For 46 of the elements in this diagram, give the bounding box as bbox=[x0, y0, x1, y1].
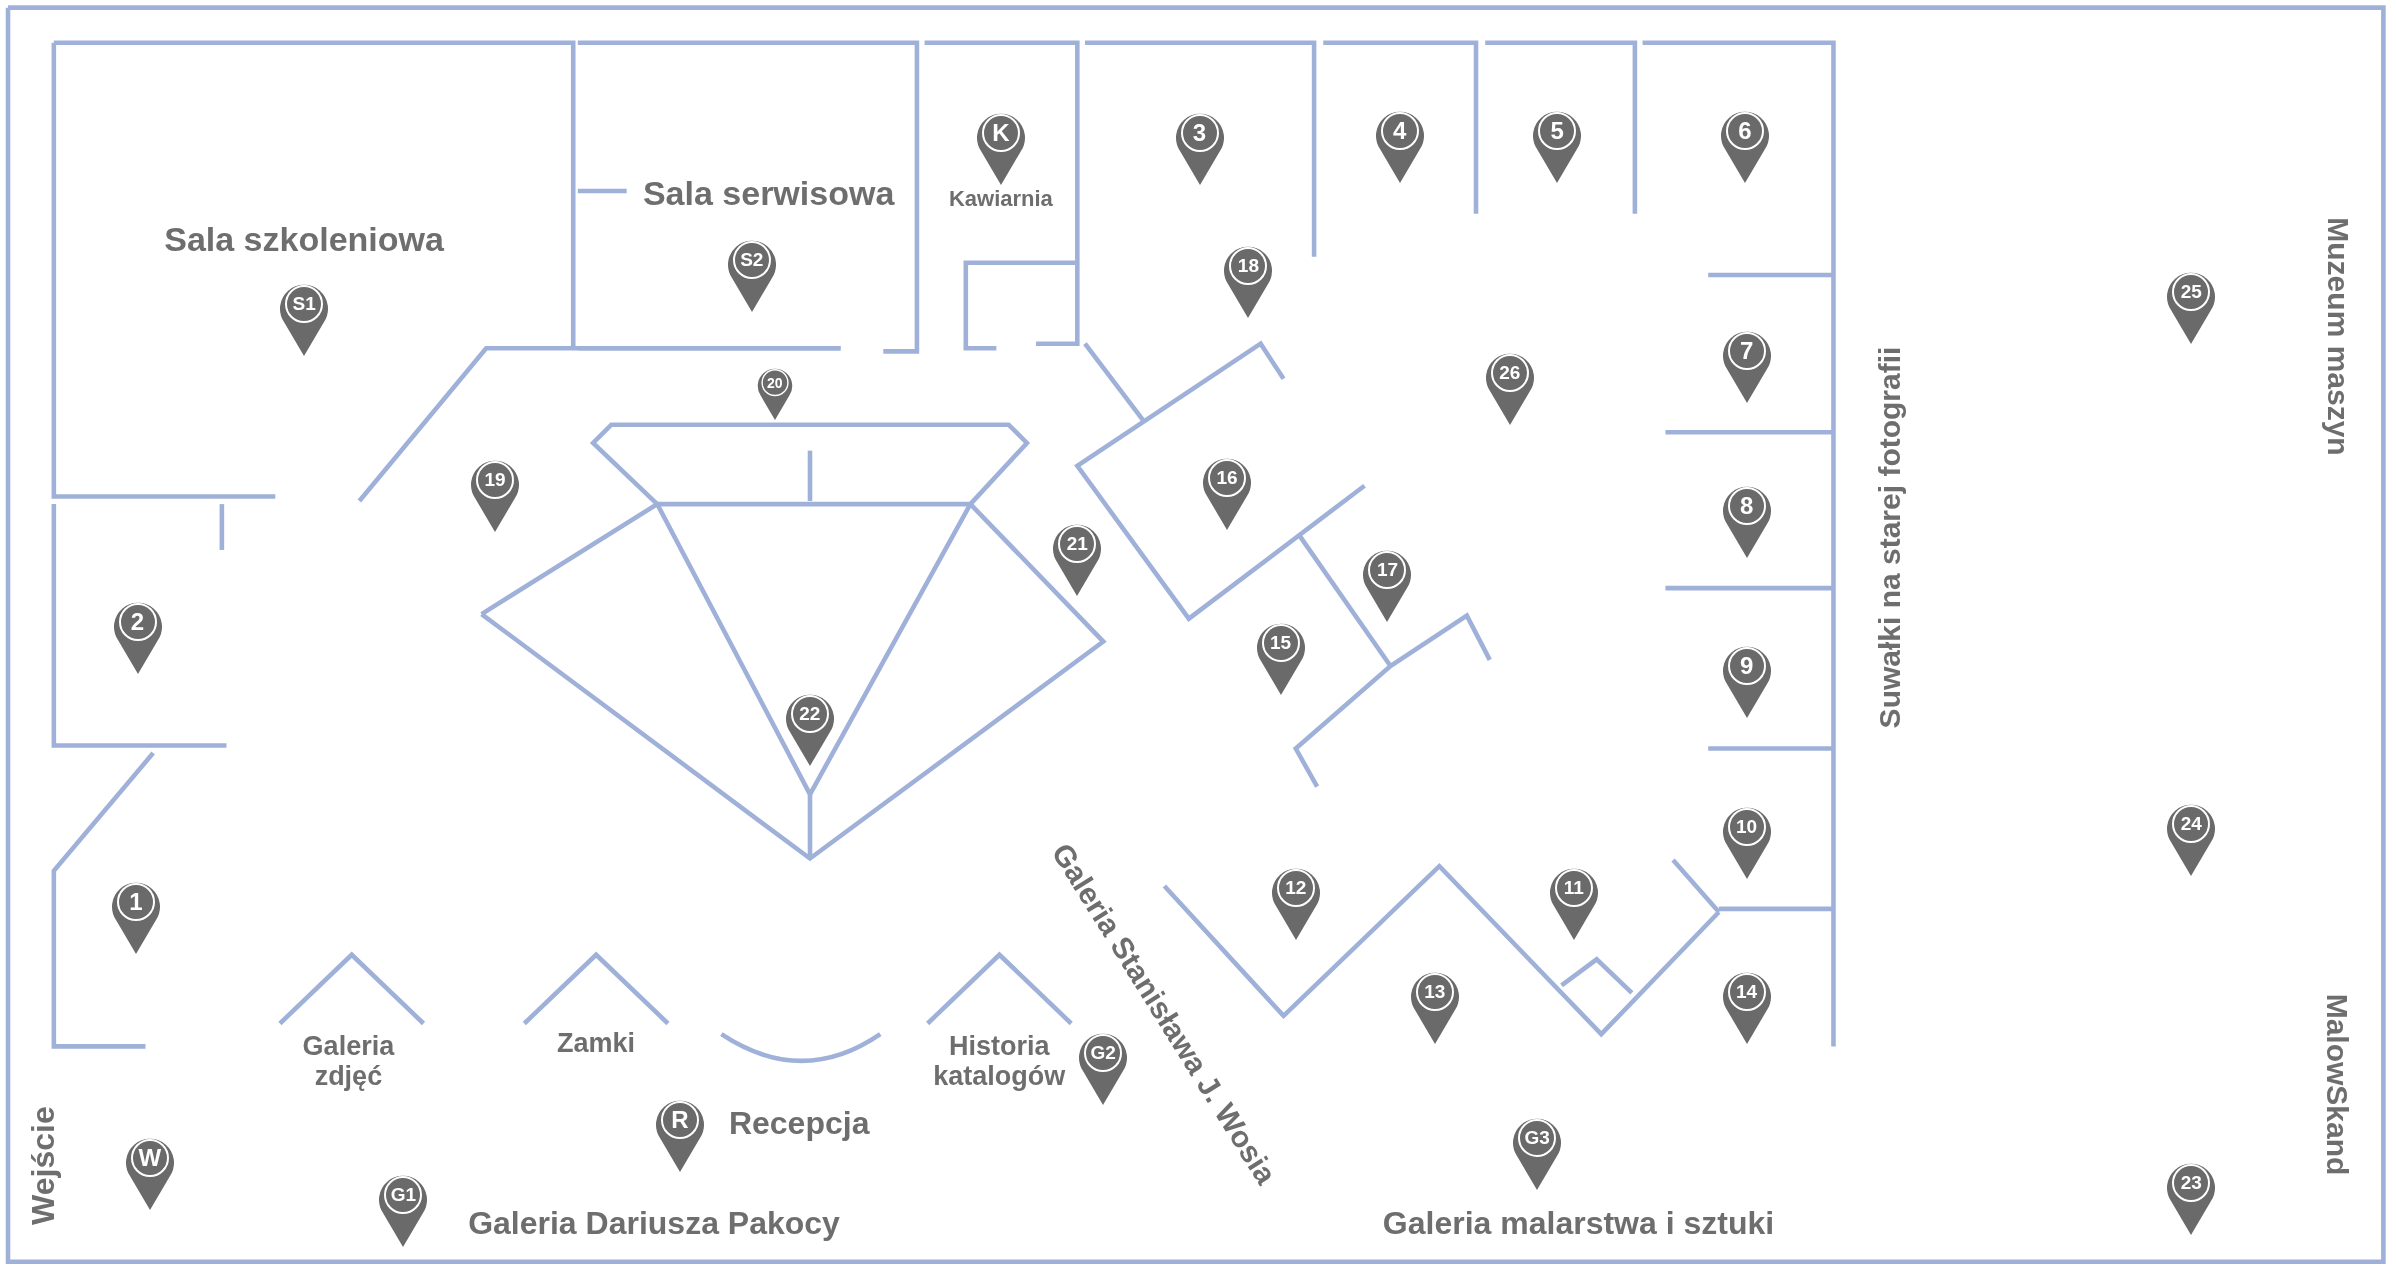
pin-number: 13 bbox=[1423, 979, 1447, 1004]
room-label: Sala szkoleniowa bbox=[164, 221, 444, 259]
exhibit-label: Galeria zdjęć bbox=[301, 1032, 396, 1092]
pin-number: K bbox=[991, 119, 1011, 146]
room-label: Suwałki na starej fotografii bbox=[1873, 347, 1907, 729]
pin-number: 22 bbox=[798, 701, 822, 726]
pin-number: 19 bbox=[483, 467, 507, 492]
pin-number: 20 bbox=[765, 373, 784, 393]
pin-number: 16 bbox=[1215, 466, 1239, 491]
pin-number: 23 bbox=[2179, 1170, 2203, 1195]
pin-number: 26 bbox=[1498, 360, 1522, 385]
pin-number: 2 bbox=[129, 608, 146, 635]
pin-number: G1 bbox=[389, 1182, 418, 1207]
pin-number: 18 bbox=[1236, 253, 1260, 278]
pin-number: 25 bbox=[2179, 279, 2203, 304]
room-label: MalowSkand bbox=[2321, 994, 2355, 1176]
pin-number: 21 bbox=[1065, 532, 1089, 556]
pin-number: 17 bbox=[1375, 558, 1400, 582]
exhibit-label: Zamki bbox=[556, 1028, 635, 1059]
pin-number: 8 bbox=[1738, 492, 1755, 519]
room-label: Muzeum maszyn bbox=[2321, 217, 2355, 456]
pin-number: 4 bbox=[1392, 118, 1408, 145]
entrance-label: Wejście bbox=[25, 1106, 61, 1226]
pin-number: 3 bbox=[1191, 119, 1208, 146]
pin-number: 14 bbox=[1735, 979, 1759, 1004]
room-label: Galeria Dariusza Pakocy bbox=[468, 1206, 840, 1242]
pin-number: S1 bbox=[291, 292, 317, 317]
pin-number: W bbox=[137, 1145, 163, 1172]
pin-number: G3 bbox=[1523, 1126, 1551, 1151]
exhibit-label: Historia katalogów bbox=[932, 1032, 1067, 1092]
pin-number: 10 bbox=[1735, 814, 1759, 839]
pin-number: 1 bbox=[128, 888, 144, 915]
room-label: Recepcja bbox=[728, 1105, 870, 1141]
pin-number: 5 bbox=[1549, 118, 1565, 145]
pin-number: S2 bbox=[739, 247, 765, 272]
room-label: Galeria malarstwa i sztuki bbox=[1382, 1206, 1775, 1242]
pin-number: 6 bbox=[1737, 118, 1753, 145]
room-label: Kawiarnia bbox=[948, 186, 1053, 211]
room-label: Sala serwisowa bbox=[642, 175, 895, 213]
pin-number: 24 bbox=[2179, 811, 2203, 836]
pin-number: 12 bbox=[1284, 875, 1308, 900]
pin-number: 11 bbox=[1562, 875, 1585, 900]
pin-number: 15 bbox=[1268, 631, 1293, 656]
pin-number: 7 bbox=[1738, 338, 1755, 365]
pin-number: 9 bbox=[1738, 653, 1755, 680]
pin-number: R bbox=[670, 1107, 690, 1134]
